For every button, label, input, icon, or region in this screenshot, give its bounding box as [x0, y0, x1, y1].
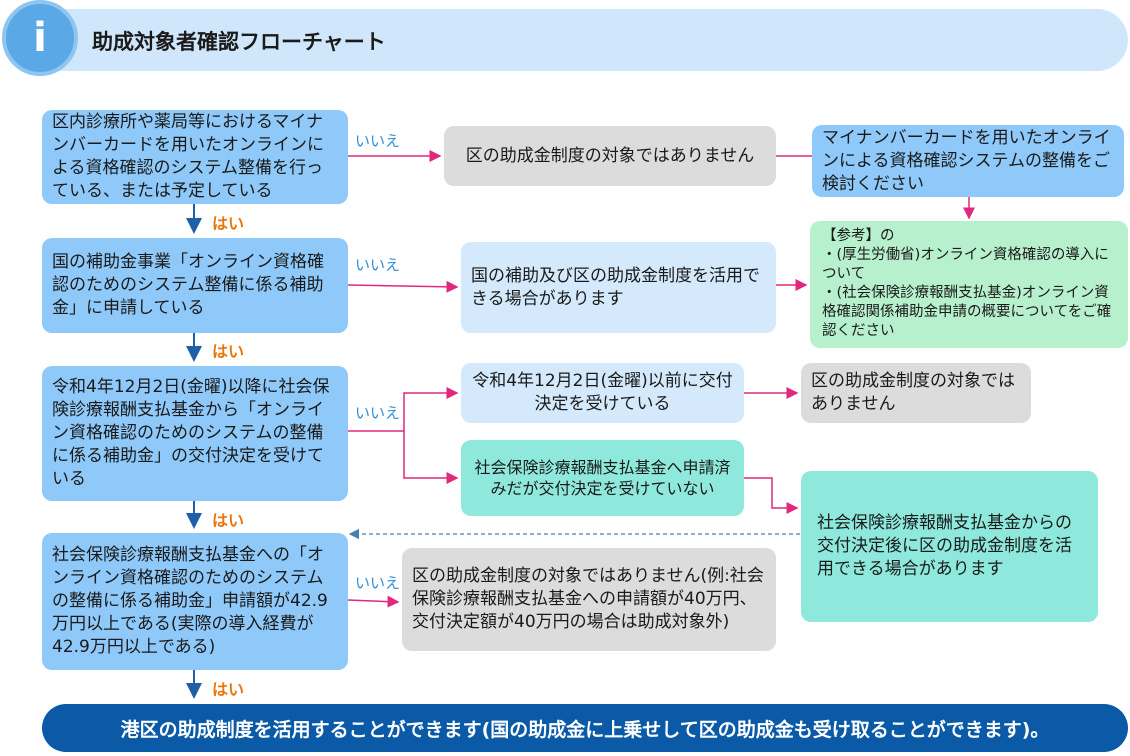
- no-label-3: いいえ: [355, 404, 401, 422]
- yes-label-4: はい: [212, 680, 245, 699]
- reference-item-ssk[interactable]: ・(社会保険診療報酬支払基金)オンライン資格確認関係補助金申請の概要についてをご…: [822, 285, 1112, 339]
- yes-label-1: はい: [212, 214, 245, 233]
- question-2-text: 国の補助金事業「オンライン資格確認のためのシステム整備に係る補助金」に申請してい…: [52, 252, 324, 318]
- question-4-text: 社会保険診療報酬支払基金への「オンライン資格確認のためのシステムの整備に係る補助…: [52, 545, 328, 657]
- no-arrow-4: [347, 595, 400, 608]
- question-2: 国の補助金事業「オンライン資格確認のためのシステム整備に係る補助金」に申請してい…: [42, 238, 348, 333]
- no-label-2: いいえ: [355, 256, 401, 274]
- question-3: 令和4年12月2日(金曜)以降に社会保険診療報酬支払基金から「オンライン資格確認…: [42, 366, 348, 501]
- yes-label-3: はい: [212, 511, 245, 530]
- result-not-eligible-3-text: 区の助成金制度の対象ではありません(例:社会保険診療報酬支払基金への申請額が40…: [412, 566, 764, 632]
- question-4: 社会保険診療報酬支払基金への「オンライン資格確認のためのシステムの整備に係る補助…: [42, 533, 348, 670]
- result-not-eligible-1: 区の助成金制度の対象ではありません: [444, 126, 776, 186]
- result-after-decision-text: 社会保険診療報酬支払基金からの交付決定後に区の助成金制度を活用できる場合がありま…: [817, 513, 1072, 579]
- result-after-decision: 社会保険診療報酬支払基金からの交付決定後に区の助成金制度を活用できる場合がありま…: [801, 471, 1098, 622]
- result-not-eligible-2-text: 区の助成金制度の対象ではありません: [811, 371, 1015, 414]
- header-bar: [10, 9, 1128, 71]
- final-result-text: 港区の助成制度を活用することができます(国の助成金に上乗せして区の助成金も受け取…: [120, 718, 1050, 741]
- result-may-use-both-text: 国の補助及び区の助成金制度を活用できる場合があります: [471, 265, 760, 309]
- no-label-4: いいえ: [355, 574, 401, 592]
- question-1: 区内診療所や薬局等におけるマイナンバーカードを用いたオンラインによる資格確認のシ…: [42, 110, 348, 204]
- advice-text: マイナンバーカードを用いたオンラインによる資格確認システムの整備をご検討ください: [822, 127, 1111, 194]
- no-arrow-3-branch-b: [403, 431, 459, 484]
- page-title: 助成対象者確認フローチャート: [92, 30, 386, 54]
- r3b-to-result-arrow: [744, 477, 799, 514]
- reference-item-mhlw[interactable]: ・(厚生労働省)オンライン資格確認の導入について: [822, 247, 1109, 282]
- advice-box: マイナンバーカードを用いたオンラインによる資格確認システムの整備をご検討ください: [812, 125, 1124, 197]
- reference-title: 【参考】の: [822, 228, 895, 244]
- question-1-text: 区内診療所や薬局等におけるマイナンバーカードを用いたオンラインによる資格確認のシ…: [52, 112, 324, 201]
- result-not-eligible-2: 区の助成金制度の対象ではありません: [801, 363, 1031, 423]
- result-may-use-both: 国の補助及び区の助成金制度を活用できる場合があります: [461, 242, 776, 333]
- branch-pending: 社会保険診療報酬支払基金へ申請済みだが交付決定を受けていない: [461, 440, 744, 516]
- branch-decided-before-text: 令和4年12月2日(金曜)以前に交付決定を受けている: [472, 371, 733, 414]
- no-arrow-3-branch: [348, 387, 459, 432]
- branch-pending-text: 社会保険診療報酬支払基金へ申請済みだが交付決定を受けていない: [474, 458, 731, 498]
- result-not-eligible-1-text: 区の助成金制度の対象ではありません: [465, 145, 755, 166]
- branch-decided-before: 令和4年12月2日(金曜)以前に交付決定を受けている: [461, 363, 744, 423]
- no-label-1: いいえ: [355, 132, 401, 150]
- info-icon: i: [2, 0, 78, 76]
- final-result-bar: 港区の助成制度を活用することができます(国の助成金に上乗せして区の助成金も受け取…: [42, 704, 1128, 752]
- question-3-text: 令和4年12月2日(金曜)以降に社会保険診療報酬支払基金から「オンライン資格確認…: [52, 377, 330, 489]
- reference-box: 【参考】の ・(厚生労働省)オンライン資格確認の導入について ・(社会保険診療報…: [810, 221, 1128, 348]
- yes-label-2: はい: [212, 342, 245, 361]
- result-not-eligible-3: 区の助成金制度の対象ではありません(例:社会保険診療報酬支払基金への申請額が40…: [402, 548, 776, 651]
- no-arrow-2: [347, 280, 459, 293]
